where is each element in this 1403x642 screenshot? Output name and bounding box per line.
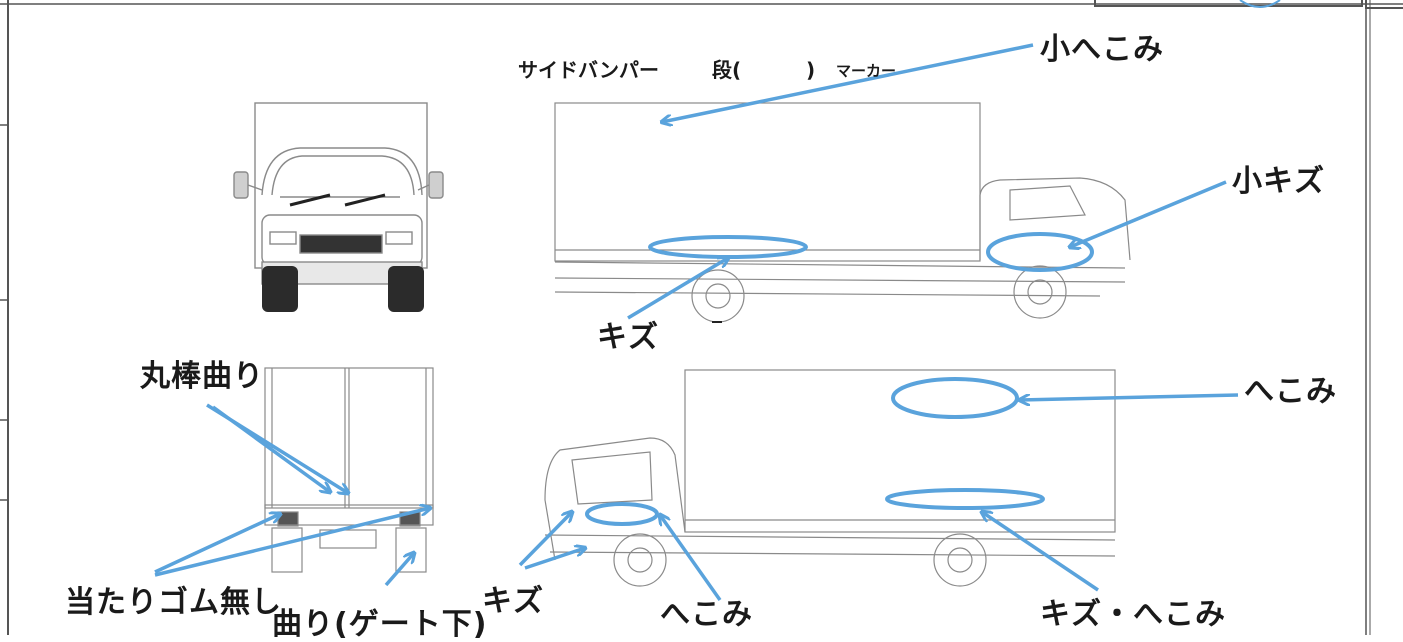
damage-marks xyxy=(585,232,1094,526)
truck-front-view-icon xyxy=(233,102,444,312)
scratch-ellipse-right-cab xyxy=(986,232,1094,272)
dent-ellipse-cab xyxy=(585,502,659,526)
scratch-ellipse-right-body xyxy=(648,235,808,259)
bent-under-gate-label: 曲り(ゲート下) xyxy=(272,607,488,642)
scratch-dent-ellipse-box-lower xyxy=(885,488,1045,510)
truck-left-side-view-icon xyxy=(544,369,1116,587)
truck-right-side-view-icon xyxy=(554,102,1131,323)
dent-cab-label: へこみ xyxy=(660,597,753,632)
step-close: ) xyxy=(806,58,816,82)
frame-ticks xyxy=(0,124,8,501)
step-label: 段( xyxy=(712,58,742,82)
scratch-side-label: キズ xyxy=(597,320,659,355)
round-bar-bent-label: 丸棒曲り xyxy=(140,359,264,394)
scratch-cab-label: キズ xyxy=(482,584,544,619)
annotation-arrows xyxy=(154,43,1239,602)
dent-box-label: へこみ xyxy=(1244,374,1337,409)
dent-ellipse-box-upper xyxy=(891,377,1019,419)
small-dent-label: 小へこみ xyxy=(1040,32,1164,67)
marker-label: マーカー xyxy=(836,62,897,80)
bumper-rubber-missing-label: 当たりゴム無し xyxy=(65,585,282,620)
scratch-dent-label: キズ・へこみ xyxy=(1040,597,1226,632)
side-bumper-label: サイドバンパー xyxy=(518,58,659,82)
small-scratch-label: 小キズ xyxy=(1232,164,1325,199)
